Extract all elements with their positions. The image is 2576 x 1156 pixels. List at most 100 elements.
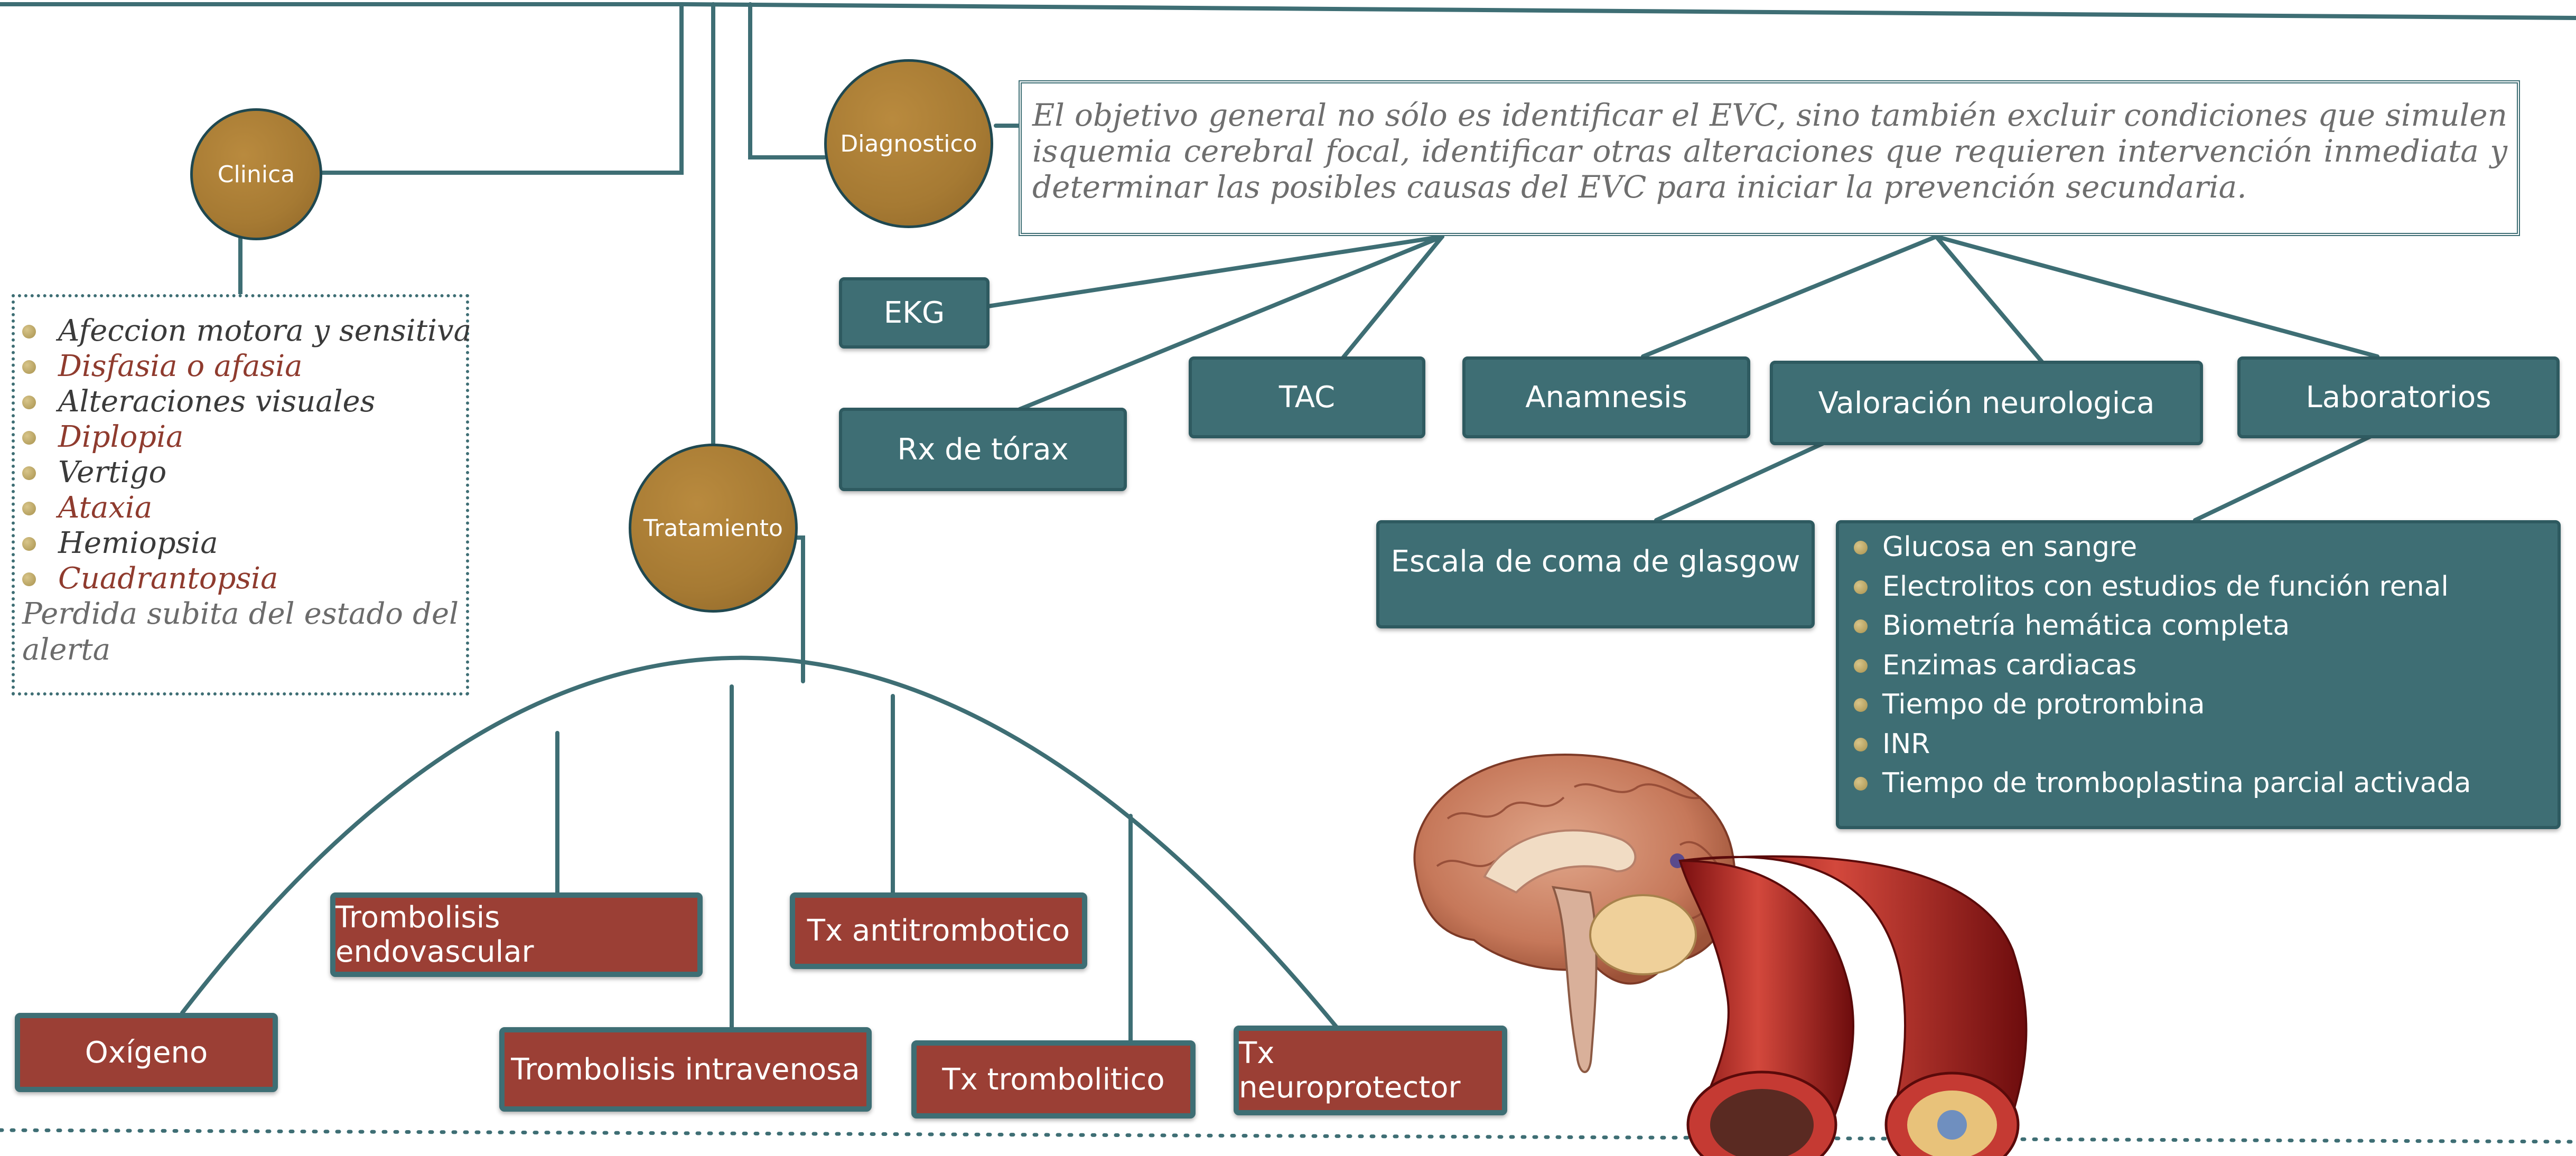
tratamiento-to-arc <box>793 535 805 683</box>
laboratorios-item-text: Electrolitos con estudios de función ren… <box>1882 570 2449 603</box>
bullet-icon <box>22 502 36 515</box>
valoracion-label: Valoración neurologica <box>1818 386 2155 420</box>
bullet-icon <box>1854 541 1868 554</box>
clinica-list-item: Cuadrantopsia <box>15 561 466 596</box>
to-rx <box>1018 234 1444 411</box>
laboratorios-list-item: Electrolitos con estudios de función ren… <box>1843 567 2471 607</box>
clinica-list-item: Vertigo <box>15 455 466 490</box>
tx-neuroprotector-box: Tx neuroprotector <box>1234 1026 1507 1115</box>
laboratorios-list-item: Glucosa en sangre <box>1843 528 2471 567</box>
glasgow-label: Escala de coma de glasgow <box>1390 544 1800 579</box>
diagnostico-text-box: El objetivo general no sólo es identific… <box>1019 80 2520 236</box>
artery-icon <box>1678 855 2028 1156</box>
laboratorios-item-text: INR <box>1882 728 1930 760</box>
top-line <box>0 2 2576 20</box>
rx-torax-box: Rx de tórax <box>839 408 1127 491</box>
clinica-item-text: Diplopia <box>58 420 184 454</box>
brain-artery-illustration <box>1413 754 2028 1156</box>
laboratorios-list-item: Biometría hemática completa <box>1843 606 2471 646</box>
laboratorios-item-text: Tiempo de tromboplastina parcial activad… <box>1882 767 2471 799</box>
laboratorios-list-item: Tiempo de protrombina <box>1843 685 2471 725</box>
bullet-icon <box>1854 619 1868 633</box>
valoracion-to-glasgow <box>1654 441 1825 522</box>
trunk-diagnostico <box>748 2 826 159</box>
laboratorios-list-item: INR <box>1843 725 2471 764</box>
clinica-list-item: Disfasia o afasia <box>15 349 466 384</box>
anamnesis-box: Anamnesis <box>1462 356 1750 438</box>
clinica-item-text: Alteraciones visuales <box>58 384 376 419</box>
clinica-node-label: Clinica <box>217 161 295 188</box>
dotted-bottom-line <box>0 1128 2576 1144</box>
clinica-item-text: Afeccion motora y sensitiva <box>58 314 472 348</box>
bullet-icon <box>22 325 36 339</box>
bullet-icon <box>22 572 36 586</box>
brain-icon <box>1413 754 1736 1073</box>
glasgow-box: Escala de coma de glasgow <box>1376 520 1815 628</box>
bullet-icon <box>1854 777 1868 791</box>
treatment-arc <box>180 655 1339 1029</box>
diagnostico-description: El objetivo general no sólo es identific… <box>1032 97 2507 205</box>
tratamiento-node: Tratamiento <box>629 444 798 613</box>
clinica-list-item: Alteraciones visuales <box>15 384 466 419</box>
clinica-node: Clinica <box>190 108 322 240</box>
bullet-icon <box>22 537 36 551</box>
to-laboratorios <box>1934 234 2379 359</box>
labs-to-list <box>2193 434 2374 522</box>
diagnostico-node: Diagnostico <box>824 59 993 228</box>
tx-neuroprotector-label: Tx neuroprotector <box>1239 1036 1461 1105</box>
anamnesis-label: Anamnesis <box>1525 380 1687 415</box>
tratamiento-node-label: Tratamiento <box>643 514 783 542</box>
rx-torax-label: Rx de tórax <box>897 432 1069 467</box>
clinica-list-item: Ataxia <box>15 490 466 525</box>
bullet-icon <box>1854 698 1868 712</box>
to-tac <box>1340 234 1444 361</box>
trombolisis-intravenosa-box: Trombolisis intravenosa <box>499 1027 872 1112</box>
oxigeno-label: Oxígeno <box>85 1035 208 1070</box>
bullet-icon <box>1854 737 1868 751</box>
clinica-list-item: Diplopia <box>15 419 466 455</box>
bullet-icon <box>1854 580 1868 594</box>
clinica-list-item: Afeccion motora y sensitiva <box>15 313 471 349</box>
laboratorios-item-text: Tiempo de protrombina <box>1882 689 2205 720</box>
to-ekg <box>986 234 1444 308</box>
ekg-box: EKG <box>839 277 990 349</box>
tx-antitrombotico-box: Tx antitrombotico <box>790 892 1087 969</box>
to-valoracion <box>1934 234 2044 364</box>
tac-box: TAC <box>1189 356 1425 438</box>
clinica-list-item: Hemiopsia <box>15 525 466 561</box>
bullet-icon <box>22 360 36 374</box>
trombolisis-intravenosa-label: Trombolisis intravenosa <box>511 1052 860 1087</box>
bullet-icon <box>1854 659 1868 673</box>
laboratorios-item-text: Glucosa en sangre <box>1882 531 2138 563</box>
clinica-item-text: Disfasia o afasia <box>58 349 303 383</box>
tx-trombolitico-label: Tx trombolitico <box>942 1062 1165 1097</box>
diagnostico-node-label: Diagnostico <box>840 130 977 157</box>
to-anamnesis <box>1641 234 1938 359</box>
laboratorios-item-text: Enzimas cardiacas <box>1882 649 2137 681</box>
trombolisis-endovascular-box: Trombolisis endovascular <box>330 892 703 977</box>
laboratorios-list-item: Tiempo de tromboplastina parcial activad… <box>1843 764 2471 803</box>
clinica-item-text: Vertigo <box>58 455 167 490</box>
tac-label: TAC <box>1278 380 1336 415</box>
ekg-label: EKG <box>883 296 945 330</box>
bullet-icon <box>22 431 36 445</box>
laboratorios-label: Laboratorios <box>2306 380 2491 415</box>
tx-antitrombotico-label: Tx antitrombotico <box>807 914 1070 948</box>
clinica-item-text: Hemiopsia <box>58 526 218 560</box>
trombolisis-endovascular-label: Trombolisis endovascular <box>335 900 534 969</box>
bullet-icon <box>22 466 36 480</box>
clinica-item-text: Ataxia <box>58 491 153 525</box>
laboratorios-item-text: Biometría hemática completa <box>1882 610 2290 642</box>
laboratorios-list-item: Enzimas cardiacas <box>1843 646 2471 685</box>
oxigeno-box: Oxígeno <box>15 1013 278 1092</box>
clinica-tail-text: Perdida subita del estado del alerta <box>22 597 459 667</box>
tx-trombolitico-box: Tx trombolitico <box>911 1040 1196 1119</box>
valoracion-box: Valoración neurologica <box>1770 361 2203 445</box>
trunk-clinica <box>320 2 684 175</box>
laboratorios-box: Laboratorios <box>2237 356 2560 438</box>
